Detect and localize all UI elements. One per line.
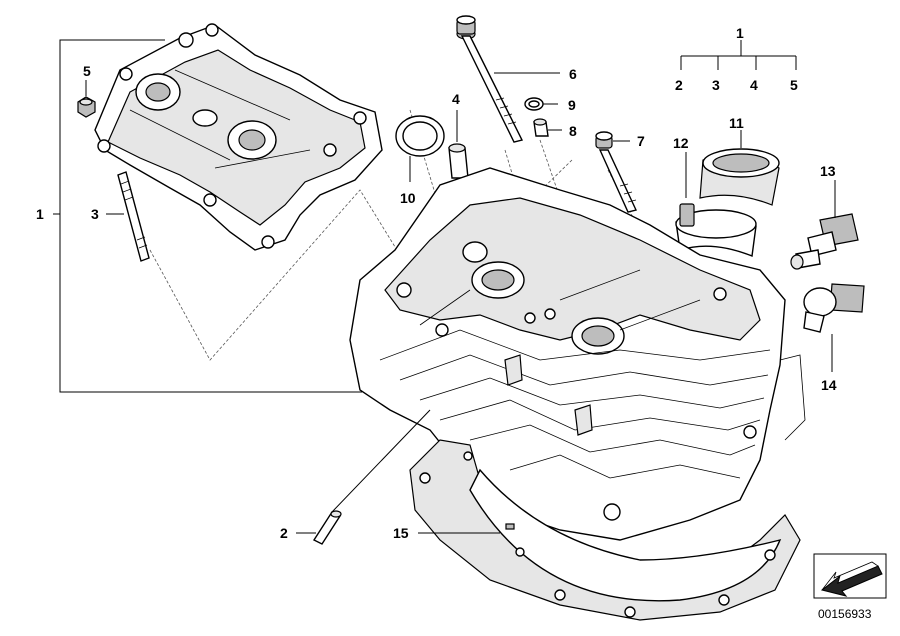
callout-2: 2 <box>280 525 288 541</box>
callout-10: 10 <box>400 190 416 206</box>
callout-1-left: 1 <box>36 206 44 222</box>
part-4-sleeve <box>448 110 469 179</box>
part-10-oring <box>395 115 445 182</box>
part-8-dowel <box>533 118 562 137</box>
callout-3-tree: 3 <box>712 77 720 93</box>
callout-8: 8 <box>569 123 577 139</box>
callout-7: 7 <box>637 133 645 149</box>
callout-13: 13 <box>820 163 836 179</box>
callout-15: 15 <box>393 525 409 541</box>
part-12-hose-clamp <box>675 152 757 257</box>
callout-12: 12 <box>673 135 689 151</box>
callout-5-tree: 5 <box>790 77 798 93</box>
part-13-temp-sensor <box>790 180 859 270</box>
assembly-bracket <box>53 39 362 393</box>
callout-1-top: 1 <box>736 25 744 41</box>
callout-3: 3 <box>91 206 99 222</box>
callout-9: 9 <box>568 97 576 113</box>
callout-4-tree: 4 <box>750 77 758 93</box>
part-3-stud <box>106 171 150 262</box>
callout-14: 14 <box>821 377 837 393</box>
camshaft-carrier <box>94 23 383 251</box>
callout-6: 6 <box>569 66 577 82</box>
reference-number: 00156933 <box>818 607 872 621</box>
callout-11: 11 <box>729 115 744 131</box>
part-7-bolt <box>595 131 637 213</box>
callout-5: 5 <box>83 63 91 79</box>
kit-tree <box>680 40 797 70</box>
part-9-ring <box>524 97 558 111</box>
part-14-sensor <box>803 283 865 372</box>
arrow-orientation-icon <box>813 553 887 599</box>
part-2-dowel-pin <box>296 409 431 545</box>
callout-4: 4 <box>452 91 460 107</box>
part-11-intake-flange <box>699 130 780 206</box>
part-5-nut <box>77 80 96 118</box>
part-15-head-gasket <box>409 439 801 621</box>
part-6-bolt <box>456 15 560 143</box>
callout-2-tree: 2 <box>675 77 683 93</box>
